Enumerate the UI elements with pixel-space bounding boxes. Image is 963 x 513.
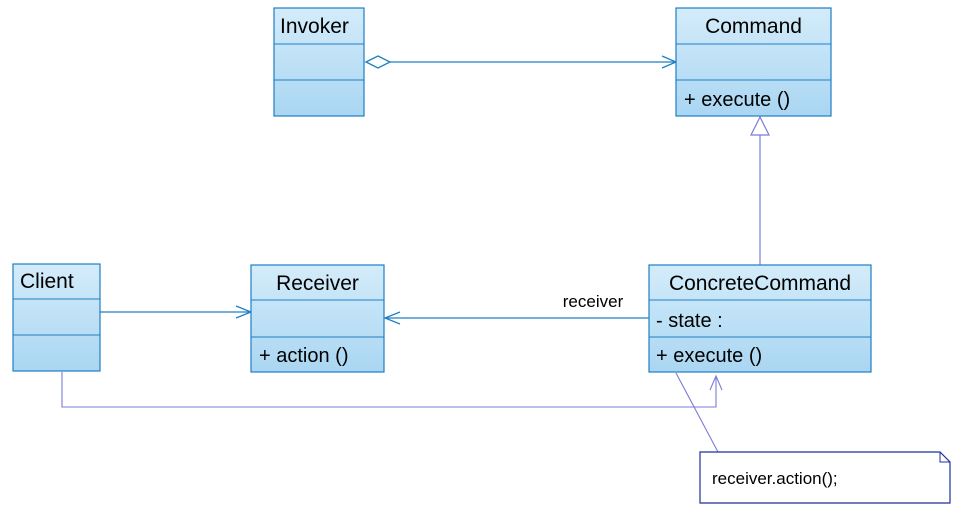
class-name: Client (20, 270, 74, 293)
open-arrowhead-icon (383, 311, 401, 325)
class-name: ConcreteCommand (669, 272, 851, 295)
class-name: Command (705, 15, 802, 38)
note-anchor-line (675, 372, 719, 453)
note-fold-icon (939, 452, 950, 463)
operation-execute: + execute () (656, 345, 762, 367)
note-text: receiver.action(); (712, 469, 838, 488)
note-shape-icon (699, 451, 951, 504)
class-name: Receiver (276, 272, 359, 295)
class-receiver[interactable]: Receiver + action () (250, 264, 385, 373)
class-command[interactable]: Command + execute () (675, 7, 832, 117)
inheritance-triangle-icon (750, 115, 770, 136)
operation-action: + action () (259, 345, 348, 367)
operation-execute: + execute () (684, 89, 790, 111)
class-concrete-command[interactable]: ConcreteCommand - state : + execute () (648, 264, 872, 373)
open-arrowhead-icon (709, 374, 723, 391)
client-receiver-association (100, 305, 253, 319)
association-role-label: receiver (563, 292, 624, 311)
class-client[interactable]: Client (12, 263, 101, 372)
invoker-command-aggregation (364, 55, 678, 69)
client-concrete-association (61, 372, 723, 408)
concrete-receiver-association: receiver (383, 292, 649, 325)
aggregation-diamond-icon (364, 55, 392, 69)
class-invoker[interactable]: Invoker (273, 7, 365, 117)
class-name: Invoker (280, 15, 349, 38)
note[interactable]: receiver.action(); (699, 451, 951, 504)
attribute-state: - state : (656, 310, 723, 332)
concrete-command-generalization (750, 115, 770, 265)
